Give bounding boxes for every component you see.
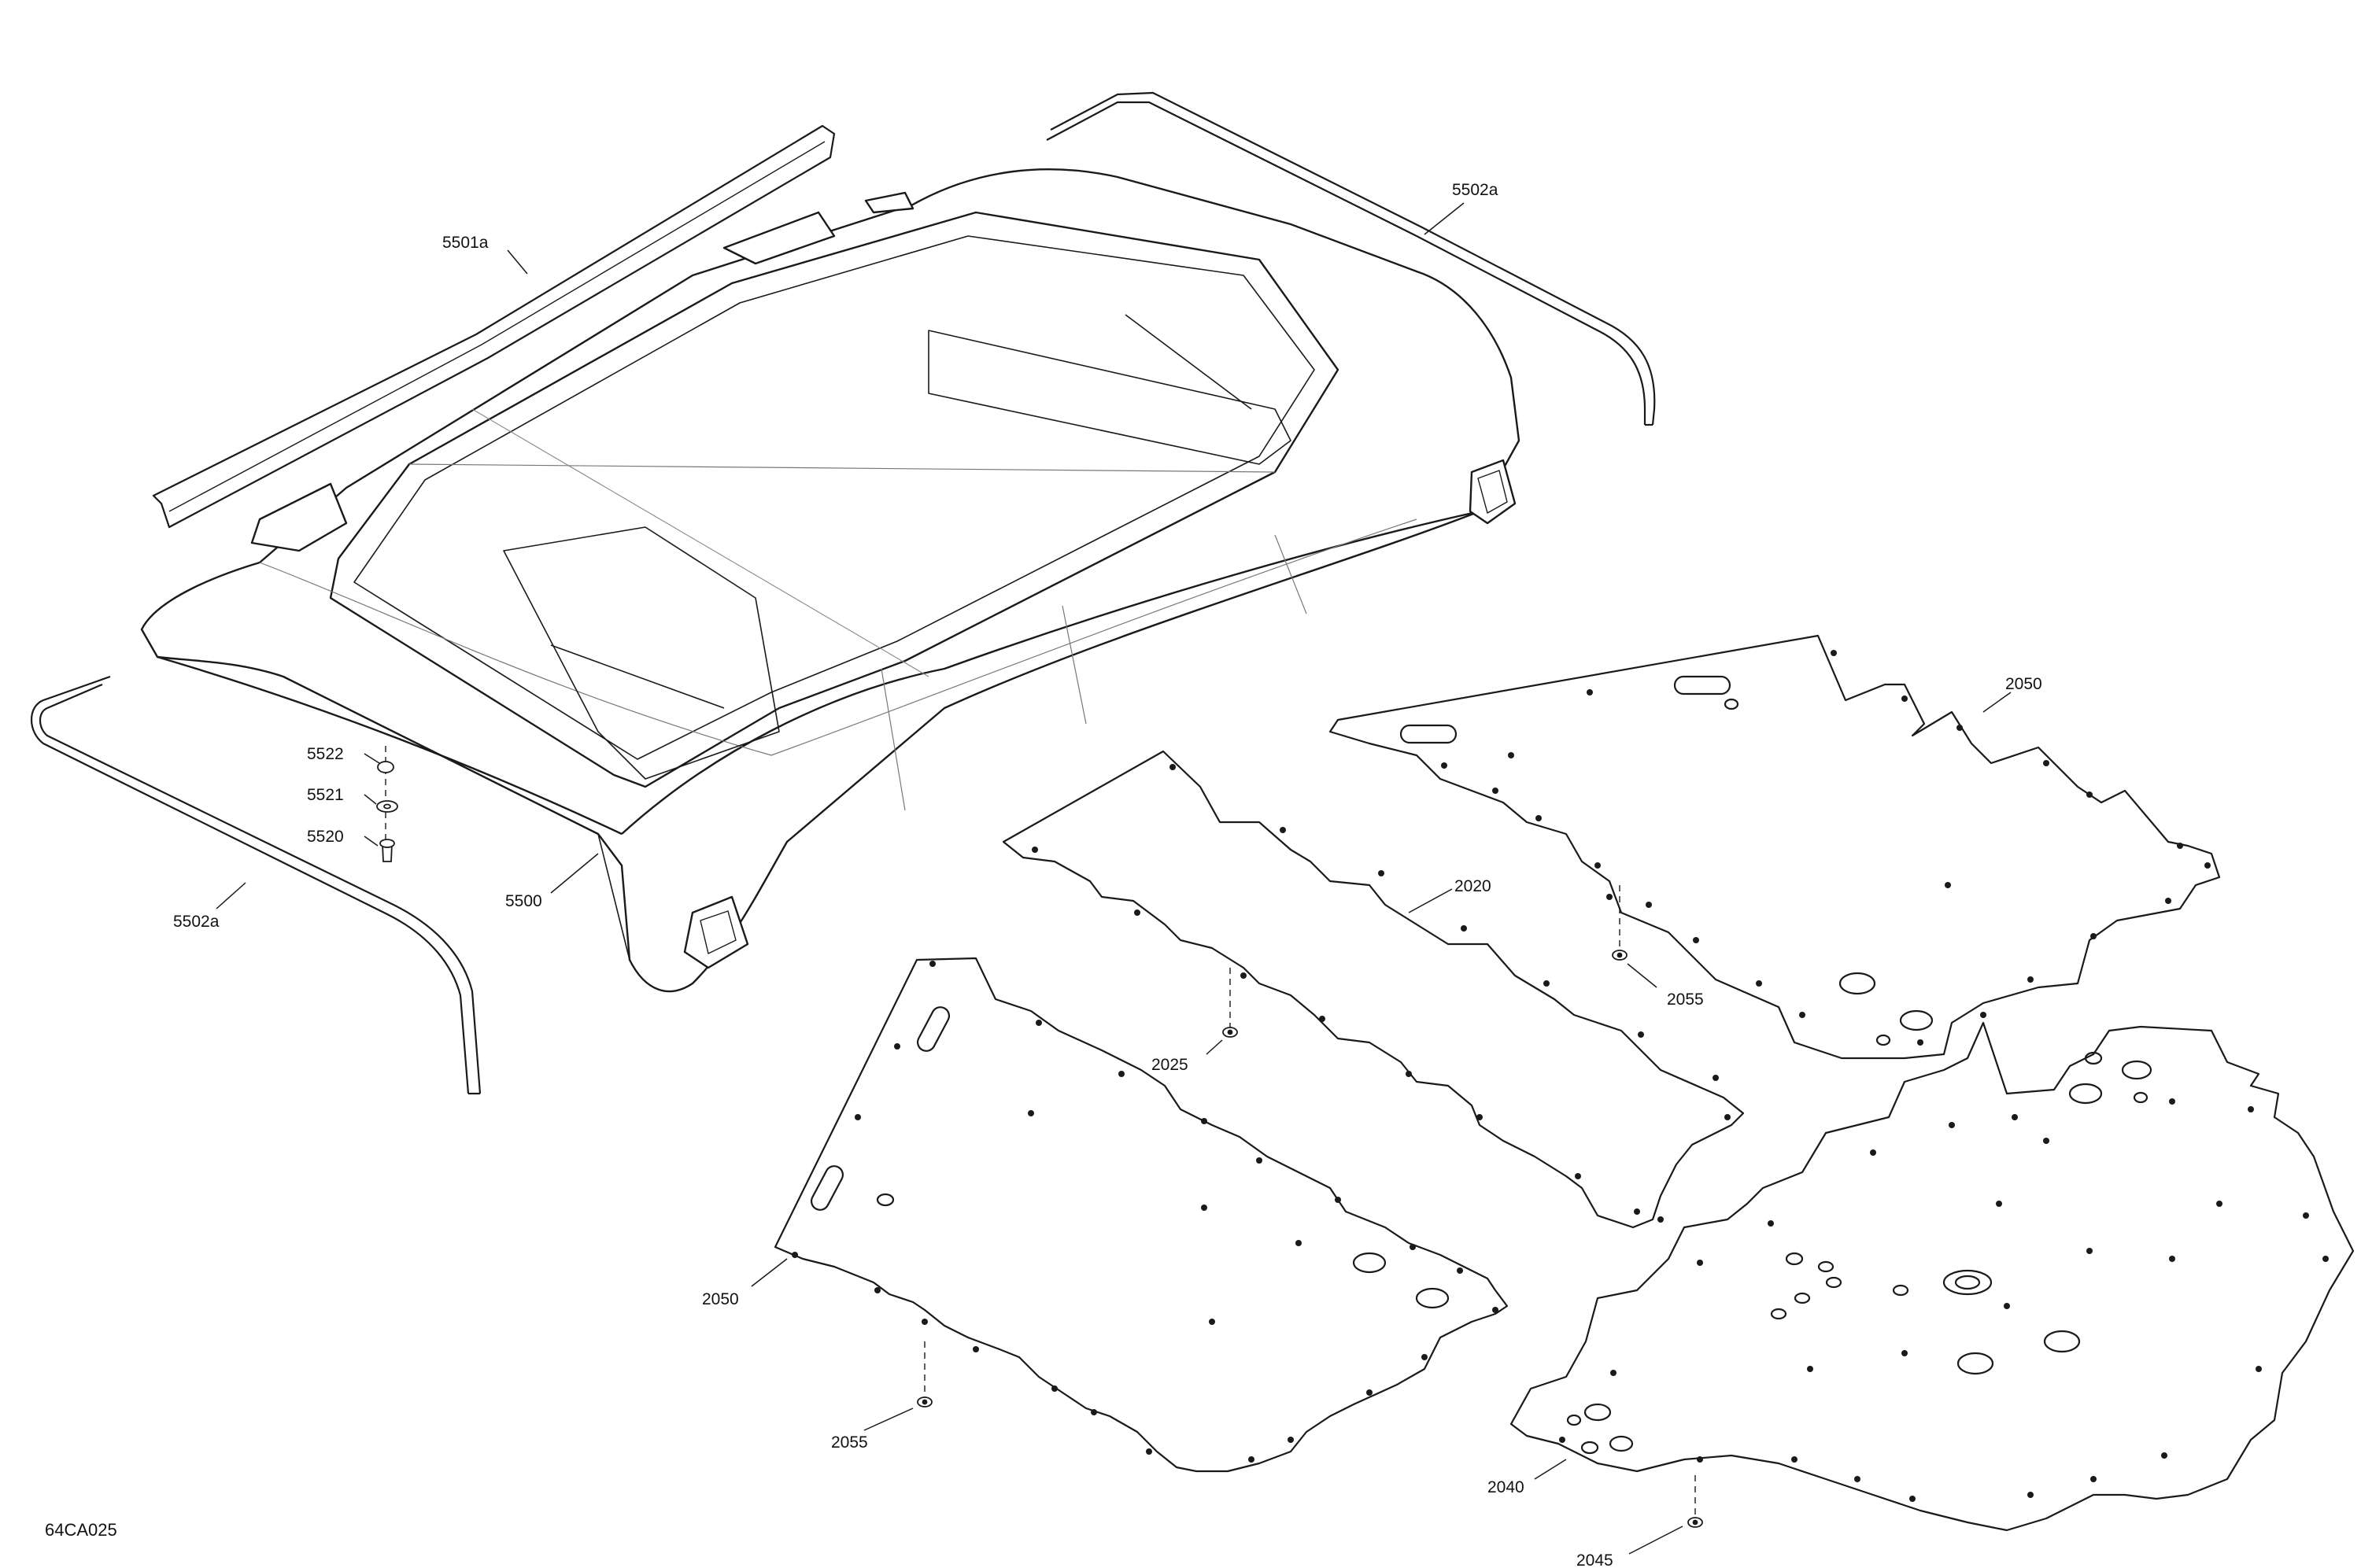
seal-strip-5502a-top (1046, 91, 1656, 426)
panel-2020-holes (1032, 764, 1731, 1223)
callout-5501a: 5501a (442, 234, 489, 252)
seal-strip-5502a-left (31, 675, 482, 1095)
callout-2040: 2040 (1487, 1478, 1524, 1496)
slot-lt-1 (916, 1006, 951, 1052)
callout-5500: 5500 (505, 892, 542, 910)
floor-panel-2050-right (1328, 634, 2221, 1060)
callout-5502a-top: 5502a (1452, 181, 1498, 199)
nut-5522 (377, 761, 394, 773)
slot-rt-2 (1399, 724, 1458, 744)
grip-left (683, 895, 749, 969)
floor-panel-2040 (1509, 1021, 2355, 1532)
callout-5522: 5522 (307, 745, 344, 763)
panel-2050-right-holes (1441, 650, 2211, 1046)
roof-panel (140, 168, 1520, 993)
callout-2055-right: 2055 (1667, 991, 1704, 1009)
callout-2050-left: 2050 (702, 1290, 739, 1308)
callout-2050-right: 2050 (2005, 675, 2042, 693)
panel-fasteners (917, 885, 1703, 1528)
seal-strip-5501a (152, 124, 836, 529)
grip-right (1469, 459, 1517, 525)
callout-2020: 2020 (1454, 877, 1491, 895)
fastener-stack (376, 746, 398, 862)
floor-panel-2020 (1002, 750, 1745, 1229)
panel-2050-left-holes (792, 961, 1498, 1463)
leader-lines (216, 202, 2012, 1555)
floor-panel-2050-left (774, 957, 1509, 1473)
callout-2025: 2025 (1151, 1056, 1188, 1074)
drawing-code: 64CA025 (45, 1520, 117, 1540)
callout-5502a-left: 5502a (173, 913, 220, 931)
panel-2040-holes (1559, 1098, 2329, 1502)
slot-lt-2 (810, 1165, 844, 1211)
callout-5521: 5521 (307, 786, 344, 804)
callout-labels: 5501a 5502a 5502a 5522 5521 5520 5500 20… (45, 181, 2042, 1568)
callout-2055-left: 2055 (831, 1433, 868, 1452)
slot-rt-1 (1673, 675, 1731, 695)
callout-5520: 5520 (307, 828, 344, 846)
callout-2045: 2045 (1576, 1551, 1613, 1568)
